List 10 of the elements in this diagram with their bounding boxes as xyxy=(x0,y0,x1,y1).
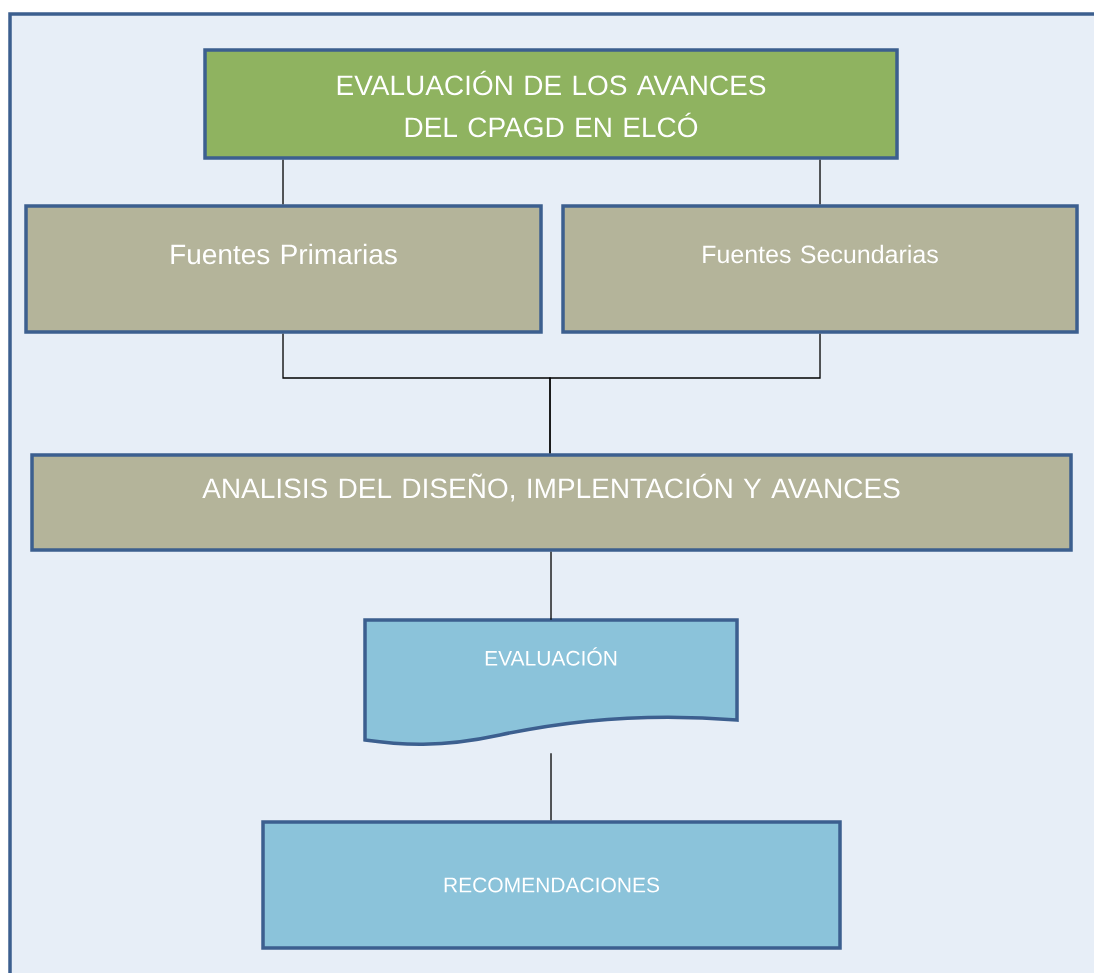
connector-line xyxy=(550,551,552,621)
process-box: ANALISIS DEL DISEÑO, IMPLENTACIÓN Y AVANCES xyxy=(30,453,1073,552)
connector-line xyxy=(819,159,821,205)
process-box: RECOMENDACIONES xyxy=(261,820,842,950)
connector-line xyxy=(282,159,284,205)
process-box: Fuentes Primarias xyxy=(24,204,543,334)
connector-line xyxy=(550,752,552,821)
process-box: EVALUACIÓN DE LOS AVANCES DEL CPAGD EN ELCÓ xyxy=(203,48,899,160)
process-box: Fuentes Secundarias xyxy=(561,204,1079,334)
connector-line xyxy=(549,333,821,454)
